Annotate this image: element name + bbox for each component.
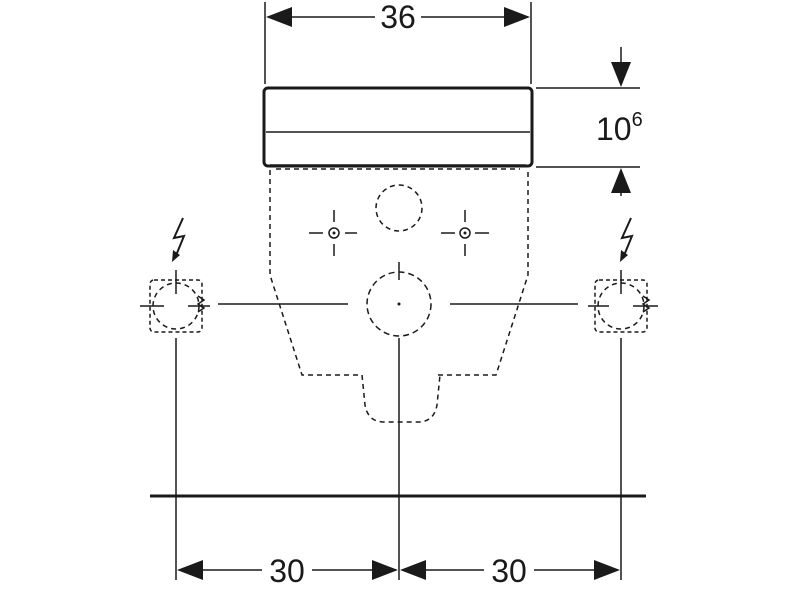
- electric-lightning-icon: [172, 217, 186, 262]
- seat-height-dimension: 106: [536, 47, 643, 196]
- drain-outlet: [366, 262, 432, 337]
- electrical-box-left: [140, 270, 210, 333]
- top-width-label: 36: [380, 0, 416, 35]
- electric-lightning-icon-right: [620, 217, 634, 262]
- top-width-dimension: 36: [264, 0, 532, 84]
- toilet-bowl-outline: [269, 170, 529, 423]
- seat-height-label: 106: [596, 109, 643, 147]
- seat-height-sup: 6: [632, 109, 643, 131]
- electrical-box-right: [588, 270, 658, 333]
- seat-height-base: 10: [596, 111, 632, 147]
- top-hole-outline: [375, 184, 423, 232]
- bottom-dimensions: 30 30: [177, 552, 620, 589]
- fixing-bolt-left: [309, 210, 357, 256]
- bottom-left-label: 30: [269, 553, 305, 589]
- bottom-right-label: 30: [491, 553, 527, 589]
- toilet-seat-lid: [262, 86, 534, 170]
- fixing-bolt-right: [441, 210, 489, 256]
